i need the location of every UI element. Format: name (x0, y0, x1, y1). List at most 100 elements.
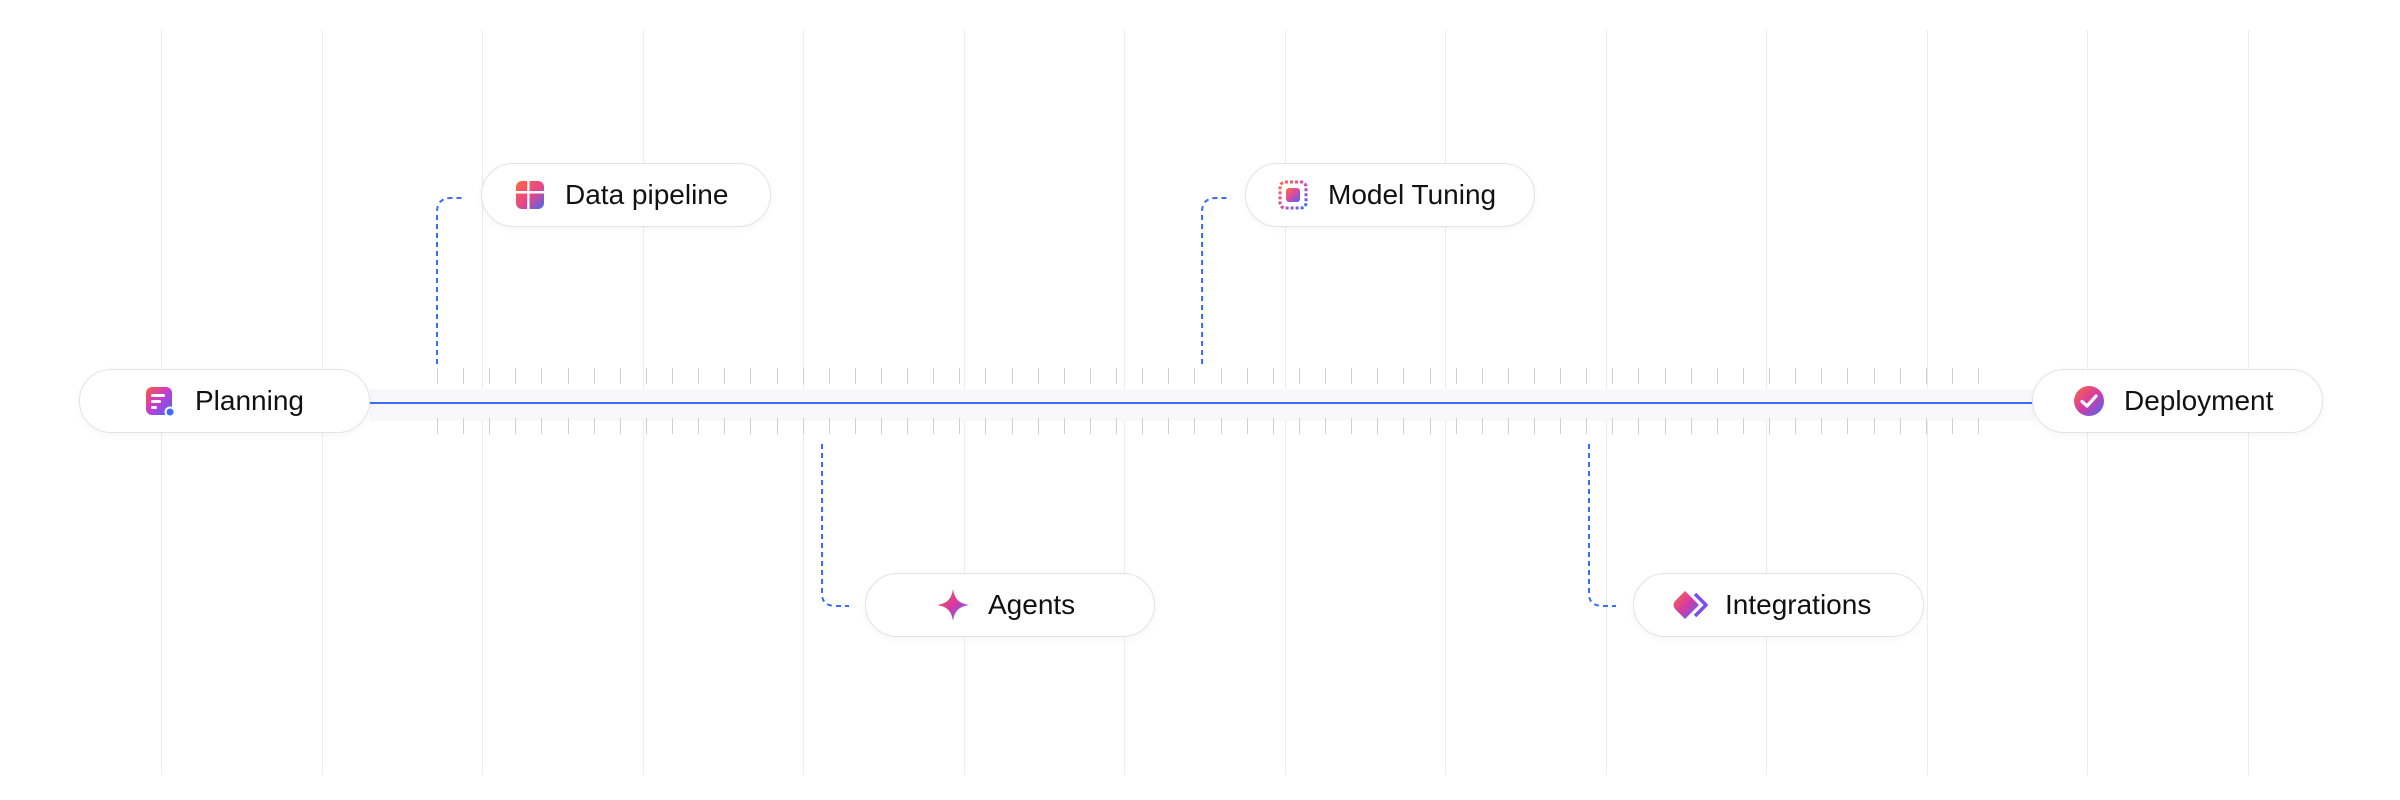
tick-mark-top (1456, 368, 1457, 384)
tick-mark-bottom (1612, 418, 1613, 434)
tick-mark-top (1691, 368, 1692, 384)
tick-mark-bottom (1900, 418, 1901, 434)
tick-mark-top (1665, 368, 1666, 384)
node-deployment-label: Deployment (2124, 385, 2274, 416)
tick-mark-bottom (1247, 418, 1248, 434)
planning-doc-icon (143, 384, 177, 418)
tick-mark-bottom (1221, 418, 1222, 434)
tick-mark-top (907, 368, 908, 384)
tick-mark-bottom (1534, 418, 1535, 434)
tick-mark-top (620, 368, 621, 384)
tick-mark-top (463, 368, 464, 384)
tick-mark-top (750, 368, 751, 384)
tick-mark-bottom (777, 418, 778, 434)
tick-mark-top (1769, 368, 1770, 384)
tick-mark-top (933, 368, 934, 384)
tick-mark-bottom (1377, 418, 1378, 434)
tick-mark-bottom (1090, 418, 1091, 434)
tick-mark-bottom (1064, 418, 1065, 434)
tick-mark-bottom (515, 418, 516, 434)
node-planning[interactable]: Planning (79, 369, 370, 433)
tick-mark-bottom (1482, 418, 1483, 434)
tick-mark-bottom (1142, 418, 1143, 434)
node-data-pipeline-label: Data pipeline (565, 179, 729, 210)
node-agents-label: Agents (988, 589, 1076, 620)
tuning-card-icon (1276, 178, 1310, 212)
connector-data-pipeline (436, 197, 464, 364)
tick-mark-top (1874, 368, 1875, 384)
tick-mark-top (1926, 368, 1927, 384)
tick-mark-bottom (568, 418, 569, 434)
tick-mark-top (1168, 368, 1169, 384)
tick-mark-bottom (907, 418, 908, 434)
tick-mark-bottom (437, 418, 438, 434)
node-data-pipeline[interactable]: Data pipeline (481, 163, 771, 227)
tick-mark-top (1116, 368, 1117, 384)
tick-mark-top (855, 368, 856, 384)
tick-mark-bottom (1691, 418, 1692, 434)
tick-mark-top (777, 368, 778, 384)
tick-mark-top (724, 368, 725, 384)
tick-mark-bottom (1952, 418, 1953, 434)
tick-mark-bottom (1430, 418, 1431, 434)
tick-mark-bottom (620, 418, 621, 434)
tick-mark-bottom (672, 418, 673, 434)
tick-mark-top (568, 368, 569, 384)
layered-diamonds-icon (1673, 588, 1708, 622)
tick-mark-top (1482, 368, 1483, 384)
tick-mark-top (646, 368, 647, 384)
node-planning-label: Planning (195, 385, 304, 416)
tick-mark-bottom (1456, 418, 1457, 434)
tick-mark-top (1430, 368, 1431, 384)
tick-mark-top (1273, 368, 1274, 384)
tick-mark-bottom (1821, 418, 1822, 434)
tick-mark-top (1586, 368, 1587, 384)
tick-mark-top (1717, 368, 1718, 384)
tick-mark-top (1821, 368, 1822, 384)
tick-mark-bottom (1038, 418, 1039, 434)
tick-mark-top (1194, 368, 1195, 384)
tick-mark-top (1978, 368, 1979, 384)
tick-mark-bottom (646, 418, 647, 434)
timeline-progress-line (370, 402, 2035, 404)
tick-mark-top (1325, 368, 1326, 384)
tick-mark-top (1377, 368, 1378, 384)
node-model-tuning-label: Model Tuning (1328, 179, 1497, 210)
tick-mark-top (1612, 368, 1613, 384)
tick-mark-top (1952, 368, 1953, 384)
connector-model-tuning (1201, 197, 1229, 364)
tick-mark-bottom (1299, 418, 1300, 434)
node-agents[interactable]: Agents (865, 573, 1155, 637)
tick-mark-top (1743, 368, 1744, 384)
tick-mark-bottom (1874, 418, 1875, 434)
tick-mark-bottom (1586, 418, 1587, 434)
tick-mark-bottom (985, 418, 986, 434)
tick-mark-bottom (1926, 418, 1927, 434)
tick-mark-bottom (750, 418, 751, 434)
tick-mark-bottom (1717, 418, 1718, 434)
tick-mark-bottom (724, 418, 725, 434)
tick-mark-bottom (541, 418, 542, 434)
tick-mark-bottom (1769, 418, 1770, 434)
node-integrations[interactable]: Integrations (1633, 573, 1924, 637)
tick-mark-top (1090, 368, 1091, 384)
tick-mark-top (672, 368, 673, 384)
tick-mark-top (541, 368, 542, 384)
tick-mark-bottom (933, 418, 934, 434)
node-deployment[interactable]: Deployment (2032, 369, 2323, 433)
tick-mark-bottom (1560, 418, 1561, 434)
tick-mark-top (515, 368, 516, 384)
tick-mark-bottom (1665, 418, 1666, 434)
table-grid-icon (513, 178, 547, 212)
tick-mark-bottom (1012, 418, 1013, 434)
tick-mark-top (959, 368, 960, 384)
connector-agents (821, 444, 849, 607)
tick-mark-top (1560, 368, 1561, 384)
node-model-tuning[interactable]: Model Tuning (1245, 163, 1535, 227)
sparkle-star-icon (936, 588, 970, 622)
tick-mark-top (1351, 368, 1352, 384)
tick-mark-top (1638, 368, 1639, 384)
tick-mark-bottom (1847, 418, 1848, 434)
tick-mark-top (698, 368, 699, 384)
